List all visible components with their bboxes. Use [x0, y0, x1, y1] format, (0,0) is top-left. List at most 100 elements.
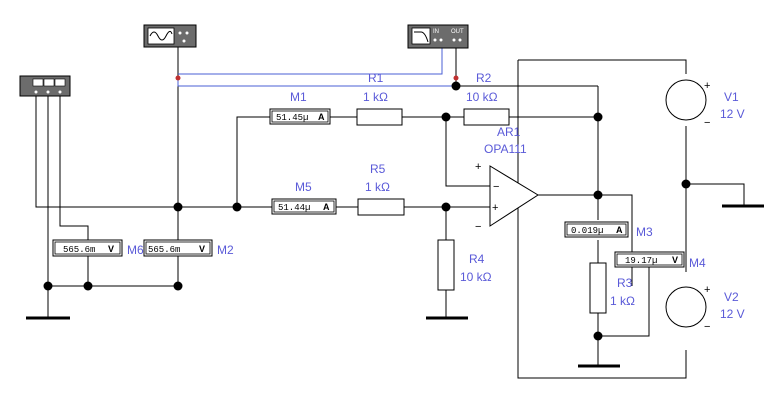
meter-m1[interactable]: 51.45µ A M1: [269, 90, 331, 125]
meter-m5-unit: A: [323, 202, 330, 212]
meter-m2-reading: 565.6m: [148, 245, 180, 255]
meter-m4[interactable]: 19.17µ V M4: [614, 251, 706, 270]
source-v1-plus: +: [704, 80, 710, 92]
bode-in-label: IN: [433, 29, 439, 35]
meter-m5-display: [273, 200, 335, 213]
meter-m6-reading: 565.6m: [63, 245, 95, 255]
junction-dot: [593, 112, 603, 122]
bode-terminal-icon: [433, 38, 437, 42]
bode-curve-icon: [414, 31, 429, 43]
meter-m4-frame[interactable]: [614, 251, 685, 268]
meter-m6-unit: V: [108, 244, 114, 254]
meter-m3-unit: A: [616, 225, 623, 235]
meter-m2-unit: V: [199, 244, 205, 254]
bode-plotter[interactable]: IN OUT: [407, 24, 469, 49]
bode-terminal-icon: [458, 38, 462, 42]
opamp-minus-sign: −: [475, 221, 481, 233]
opamp-name: AR1: [497, 125, 521, 139]
meter-m5[interactable]: 51.44µ A M5: [271, 180, 337, 215]
resistor-r4-value: 10 kΩ: [460, 270, 492, 284]
meter-m1-name: M1: [290, 90, 307, 104]
source-v2-plus: +: [704, 284, 710, 296]
resistor-r5-body[interactable]: [357, 198, 405, 216]
meter-m4-name: M4: [689, 256, 706, 270]
junction-dot: [681, 179, 691, 189]
function-generator-terminal-icon: [182, 39, 186, 43]
opamp-plus-sign: +: [492, 202, 498, 214]
resistor-r2-body[interactable]: [463, 108, 510, 126]
source-v2-circle[interactable]: [665, 286, 707, 328]
meter-m3-name: M3: [636, 225, 653, 239]
sine-wave-icon: [149, 30, 173, 41]
opamp-plus-sign: +: [475, 161, 481, 173]
meter-m4-reading: 19.17µ: [625, 256, 657, 266]
resistor-r1-body[interactable]: [356, 108, 403, 126]
resistor-r2-value: 10 kΩ: [466, 90, 498, 104]
meter-m1-frame[interactable]: [269, 108, 331, 125]
junction-dot: [232, 202, 242, 212]
meter-m5-frame[interactable]: [271, 198, 337, 215]
source-v1-minus: −: [704, 117, 710, 129]
function-generator-terminal-icon: [185, 31, 189, 35]
grounds: [26, 204, 764, 368]
resistor-r5-value: 1 kΩ: [365, 180, 390, 194]
meter-m5-reading: 51.44µ: [278, 203, 310, 213]
source-v1-value: 12 V: [720, 107, 745, 121]
multimeter-terminal-icon: [34, 90, 38, 94]
opamp-minus-sign: −: [493, 181, 499, 193]
source-v1-name: V1: [724, 90, 739, 104]
multimeter-button-icon[interactable]: [54, 78, 66, 87]
opamp-model: OPA111: [484, 142, 527, 156]
multimeter-terminal-icon: [58, 90, 62, 94]
meter-m2-frame[interactable]: [143, 239, 213, 257]
meter-m1-display: [271, 110, 329, 123]
meter-m3-frame[interactable]: [564, 221, 629, 238]
resistor-r4[interactable]: R4 10 kΩ: [437, 239, 492, 291]
multimeter-button-icon[interactable]: [32, 78, 44, 87]
resistor-r3[interactable]: R3 1 kΩ: [589, 262, 635, 314]
resistor-r3-body[interactable]: [589, 262, 607, 314]
bode-out-label: OUT: [451, 29, 464, 35]
meter-m2-display: [145, 241, 211, 255]
resistor-r1-name: R1: [368, 71, 384, 85]
meter-m1-unit: A: [318, 112, 325, 122]
function-generator[interactable]: [143, 24, 197, 48]
meter-m6[interactable]: 565.6m V M6: [52, 239, 144, 257]
opamp-ar1[interactable]: + − + − AR1 OPA111: [475, 125, 539, 233]
multimeter-instrument[interactable]: [19, 75, 71, 97]
resistor-r4-name: R4: [469, 252, 485, 266]
junction-dot: [173, 281, 183, 291]
source-v2-value: 12 V: [720, 307, 745, 321]
source-v1[interactable]: + − V1 12 V: [665, 79, 745, 129]
resistor-r4-body[interactable]: [437, 239, 455, 291]
probe-wire: [177, 48, 454, 87]
probe-node-dot: [453, 75, 459, 81]
meter-m2[interactable]: 565.6m V M2: [143, 239, 234, 257]
meter-m3-display: [566, 223, 627, 236]
resistor-r5[interactable]: R5 1 kΩ: [357, 162, 405, 216]
meter-m1-reading: 51.45µ: [276, 113, 308, 123]
junctions: [43, 75, 691, 341]
opamp-triangle[interactable]: [489, 165, 539, 227]
function-generator-terminal-icon: [178, 31, 182, 35]
multimeter-button-icon[interactable]: [43, 78, 55, 87]
junction-dot: [43, 281, 53, 291]
junction-dot: [173, 202, 183, 212]
meter-m4-display: [616, 253, 683, 266]
source-v1-circle[interactable]: [665, 79, 707, 121]
meter-m2-name: M2: [217, 243, 234, 257]
meter-m6-frame[interactable]: [52, 239, 123, 257]
source-v2[interactable]: + − V2 12 V: [665, 284, 745, 333]
resistor-r2[interactable]: R2 10 kΩ: [463, 71, 510, 126]
resistor-r3-name: R3: [617, 276, 633, 290]
meter-m3[interactable]: 0.019µ A M3: [564, 221, 653, 239]
wires: [35, 46, 745, 379]
meter-m3-reading: 0.019µ: [571, 226, 603, 236]
resistor-r1-value: 1 kΩ: [363, 90, 388, 104]
multimeter-terminal-icon: [46, 90, 50, 94]
resistor-r3-value: 1 kΩ: [610, 294, 635, 308]
resistor-r1[interactable]: R1 1 kΩ: [356, 71, 403, 126]
bode-terminal-icon: [439, 38, 443, 42]
meter-m4-unit: V: [672, 255, 678, 265]
